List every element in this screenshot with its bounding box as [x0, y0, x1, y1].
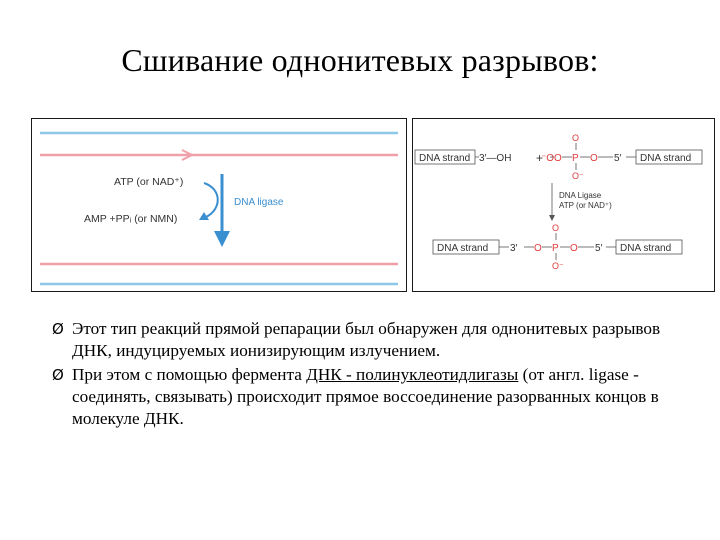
ligase-chemistry-diagram: DNA strand 3′—OH + ⁻O O P O O⁻ O 5′ DNA …: [412, 118, 715, 292]
oxygen-atom-3: O: [534, 243, 542, 254]
middle-arrow-head-icon: [549, 215, 555, 221]
cofactor-bottom-label: AMP +PPᵢ (or NMN): [84, 213, 177, 225]
phosphate-bottom-o-1: O⁻: [572, 171, 584, 181]
strand-diagram-svg: ATP (or NAD⁺) AMP +PPᵢ (or NMN) DNA liga…: [40, 131, 398, 286]
strand-label-left-1: DNA strand: [419, 153, 470, 164]
bullet-item-2: Ø При этом с помощью фермента ДНК - поли…: [52, 364, 692, 430]
hydroxyl-label: 3′—OH: [479, 153, 511, 164]
bullet-text-2-suffix: (от англ. ligase - соединять, связывать)…: [72, 365, 659, 428]
strand-box-right-1: [635, 149, 703, 165]
bullet-arrow-icon: Ø: [52, 320, 64, 338]
bullet-text-2-prefix: При этом с помощью фермента: [72, 365, 307, 384]
enzyme-label: DNA ligase: [234, 197, 284, 208]
nick-arrow-icon: [181, 149, 195, 161]
strand-label-right-2: DNA strand: [620, 243, 671, 254]
strand-label-right-1: DNA strand: [640, 153, 691, 164]
enzyme-label-right: DNA Ligase: [559, 191, 602, 200]
cofactor-top-label: ATP (or NAD⁺): [114, 176, 183, 188]
five-prime-1: 5′: [614, 153, 622, 164]
cofactor-curve-arrow: [203, 182, 219, 218]
oxygen-atom-4: O: [570, 243, 578, 254]
ligase-term-link: ДНК - полинуклеотидлигазы: [306, 365, 519, 384]
bullet-text-1: Этот тип реакций прямой репарации был об…: [72, 319, 661, 360]
strand-box-right-2: [615, 239, 683, 255]
phosphorus-atom-1: P: [572, 153, 579, 164]
phosphate-top-o-2: O: [552, 223, 559, 233]
oxygen-atom-2: O: [590, 153, 598, 164]
slide-title: Сшивание однонитевых разрывов:: [121, 42, 599, 78]
phosphorus-atom-2: P: [552, 243, 559, 254]
reaction-arrow-head-icon: [214, 231, 230, 247]
oxygen-atom-1: O: [554, 153, 562, 164]
bullet-arrow-icon: Ø: [52, 366, 64, 384]
five-prime-2: 5′: [595, 243, 603, 254]
dna-ligase-strand-diagram: ATP (or NAD⁺) AMP +PPᵢ (or NMN) DNA liga…: [31, 118, 407, 292]
three-prime-2: 3′: [510, 243, 518, 254]
phosphate-top-o-1: O: [572, 133, 579, 143]
plus-sign: +: [536, 151, 543, 165]
o-minus-1: ⁻O: [541, 153, 554, 164]
bullet-item-1: Ø Этот тип реакций прямой репарации был …: [52, 318, 692, 362]
bullet-list: Ø Этот тип реакций прямой репарации был …: [52, 318, 692, 432]
chemistry-svg: DNA strand 3′—OH + ⁻O O P O O⁻ O 5′ DNA …: [414, 133, 703, 271]
cofactor-label-right: ATP (or NAD⁺): [559, 201, 612, 210]
phosphate-bottom-o-2: O⁻: [552, 261, 564, 271]
cofactor-arrow-head-icon: [199, 212, 209, 220]
strand-label-left-2: DNA strand: [437, 243, 488, 254]
